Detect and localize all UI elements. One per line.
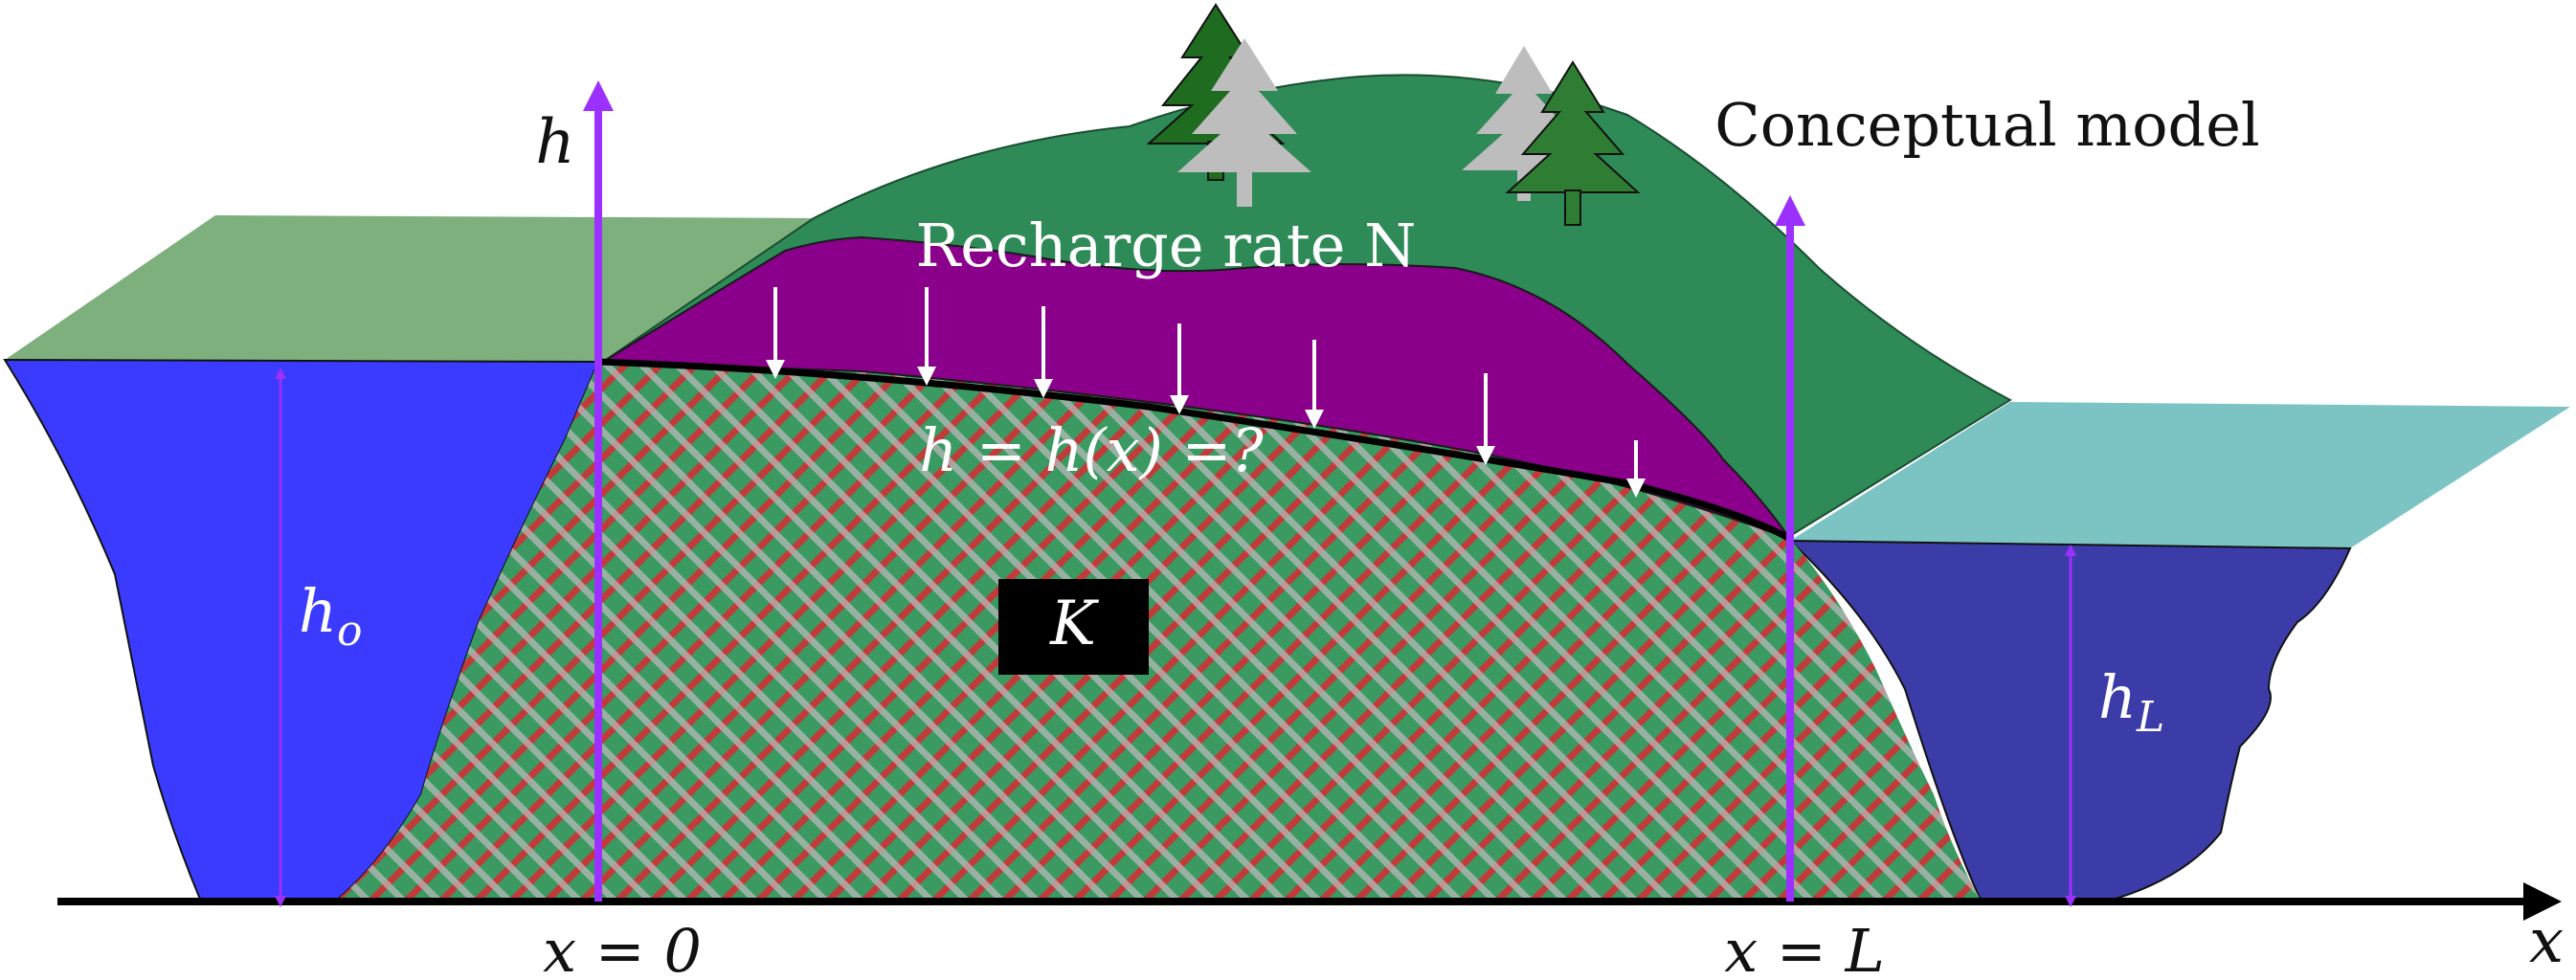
h-l-sub: L (2136, 693, 2164, 742)
h-axis-label: h (535, 107, 574, 178)
x-axis-label: x (2529, 906, 2564, 977)
pine-tree-icon (1177, 38, 1311, 207)
h-l-main: h (2098, 662, 2137, 732)
water-table-line (597, 358, 1792, 543)
pine-tree-icon (1505, 60, 1641, 226)
h-o-label: ho (299, 576, 362, 656)
recharge-arrows (766, 287, 1646, 498)
aquifer (335, 362, 1982, 902)
h-o-sub: o (337, 607, 363, 656)
recharge-zone (599, 235, 1793, 542)
h-o-main: h (299, 576, 337, 646)
left-water-surface (5, 215, 823, 362)
x-zero-label: x = 0 (543, 916, 702, 980)
page-title: Conceptual model (1714, 90, 2259, 160)
k-label: K (1049, 589, 1099, 659)
k-label-box (998, 579, 1149, 675)
x-l-label: x = L (1724, 916, 1885, 980)
recharge-label: Recharge rate N (916, 211, 1417, 280)
right-water-surface (1790, 402, 2570, 548)
unknown-head-label: h = h(x) =? (919, 415, 1264, 485)
h-l-label: hL (2098, 662, 2164, 742)
